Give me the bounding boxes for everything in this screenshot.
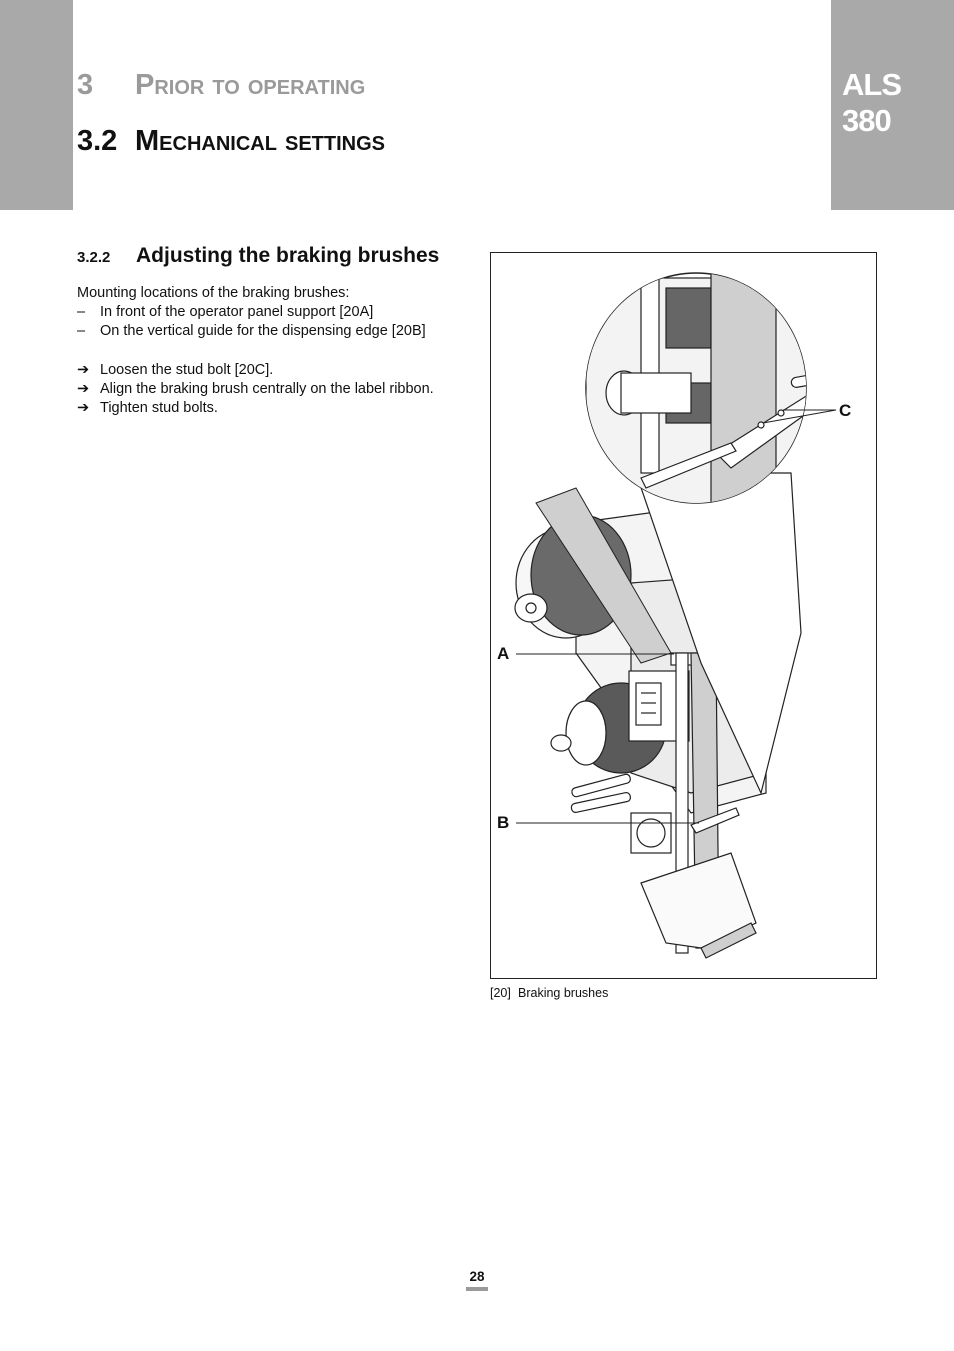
page-number-bar [466,1287,488,1291]
callout-leaders [516,409,837,824]
step-item: ➔ Align the braking brush centrally on th… [77,380,434,399]
steps-block: ➔ Loosen the stud bolt [20C]. ➔ Align the … [77,361,434,418]
model-name: ALS [842,67,902,102]
chapter-number: 3 [77,69,94,101]
figure-frame: A B C [490,252,877,979]
caption-text: Braking brushes [518,986,609,1000]
list-item-text: In front of the operator panel support [… [100,304,374,320]
subsection-number: 3.2.2 [77,249,111,266]
magnified-detail [585,272,807,795]
caption-number: [20] [490,986,511,1000]
dispensing-edge [630,812,757,959]
list-item: –On the vertical guide for the dispensin… [77,322,426,341]
left-header-band [0,0,73,210]
list-item-text: On the vertical guide for the dispensing… [100,323,426,339]
chapter-heading: 3 Prior to operating [77,69,365,102]
subsection-heading: 3.2.2 Adjusting the braking brushes [77,244,439,268]
step-list: ➔ Loosen the stud bolt [20C]. ➔ Align the … [77,361,434,418]
step-item: ➔ Loosen the stud bolt [20C]. [77,361,434,380]
intro-block: Mounting locations of the braking brushe… [77,284,426,341]
arrow-icon: ➔ [77,381,90,397]
dash-marker: – [77,304,86,320]
figure-caption: [20] Braking brushes [490,986,608,1000]
braking-brush-b [690,807,740,834]
section-heading: 3.2 Mechanical settings [77,125,385,158]
nozzles [570,773,632,814]
arrow-icon: ➔ [77,400,90,416]
callout-b-label: B [497,813,510,832]
braking-brushes-illustration [514,272,837,959]
list-item: –In front of the operator panel support … [77,303,426,322]
location-list: –In front of the operator panel support … [77,303,426,341]
section-title: Mechanical settings [135,125,385,157]
arrow-icon: ➔ [77,362,90,378]
right-header-band [831,0,954,210]
callout-c-label: C [839,401,852,420]
page-number: 28 [469,1269,485,1284]
model-number: 380 [842,103,892,138]
step-text: Align the braking brush centrally on the… [100,381,434,397]
step-item: ➔ Tighten stud bolts. [77,399,434,418]
subsection-title: Adjusting the braking brushes [136,244,440,267]
intro-text: Mounting locations of the braking brushe… [77,285,350,301]
callout-a-label: A [497,644,510,663]
dash-marker: – [77,323,86,339]
step-text: Tighten stud bolts. [100,400,218,416]
chapter-title: Prior to operating [135,69,366,101]
section-number: 3.2 [77,125,118,157]
step-text: Loosen the stud bolt [20C]. [100,362,274,378]
